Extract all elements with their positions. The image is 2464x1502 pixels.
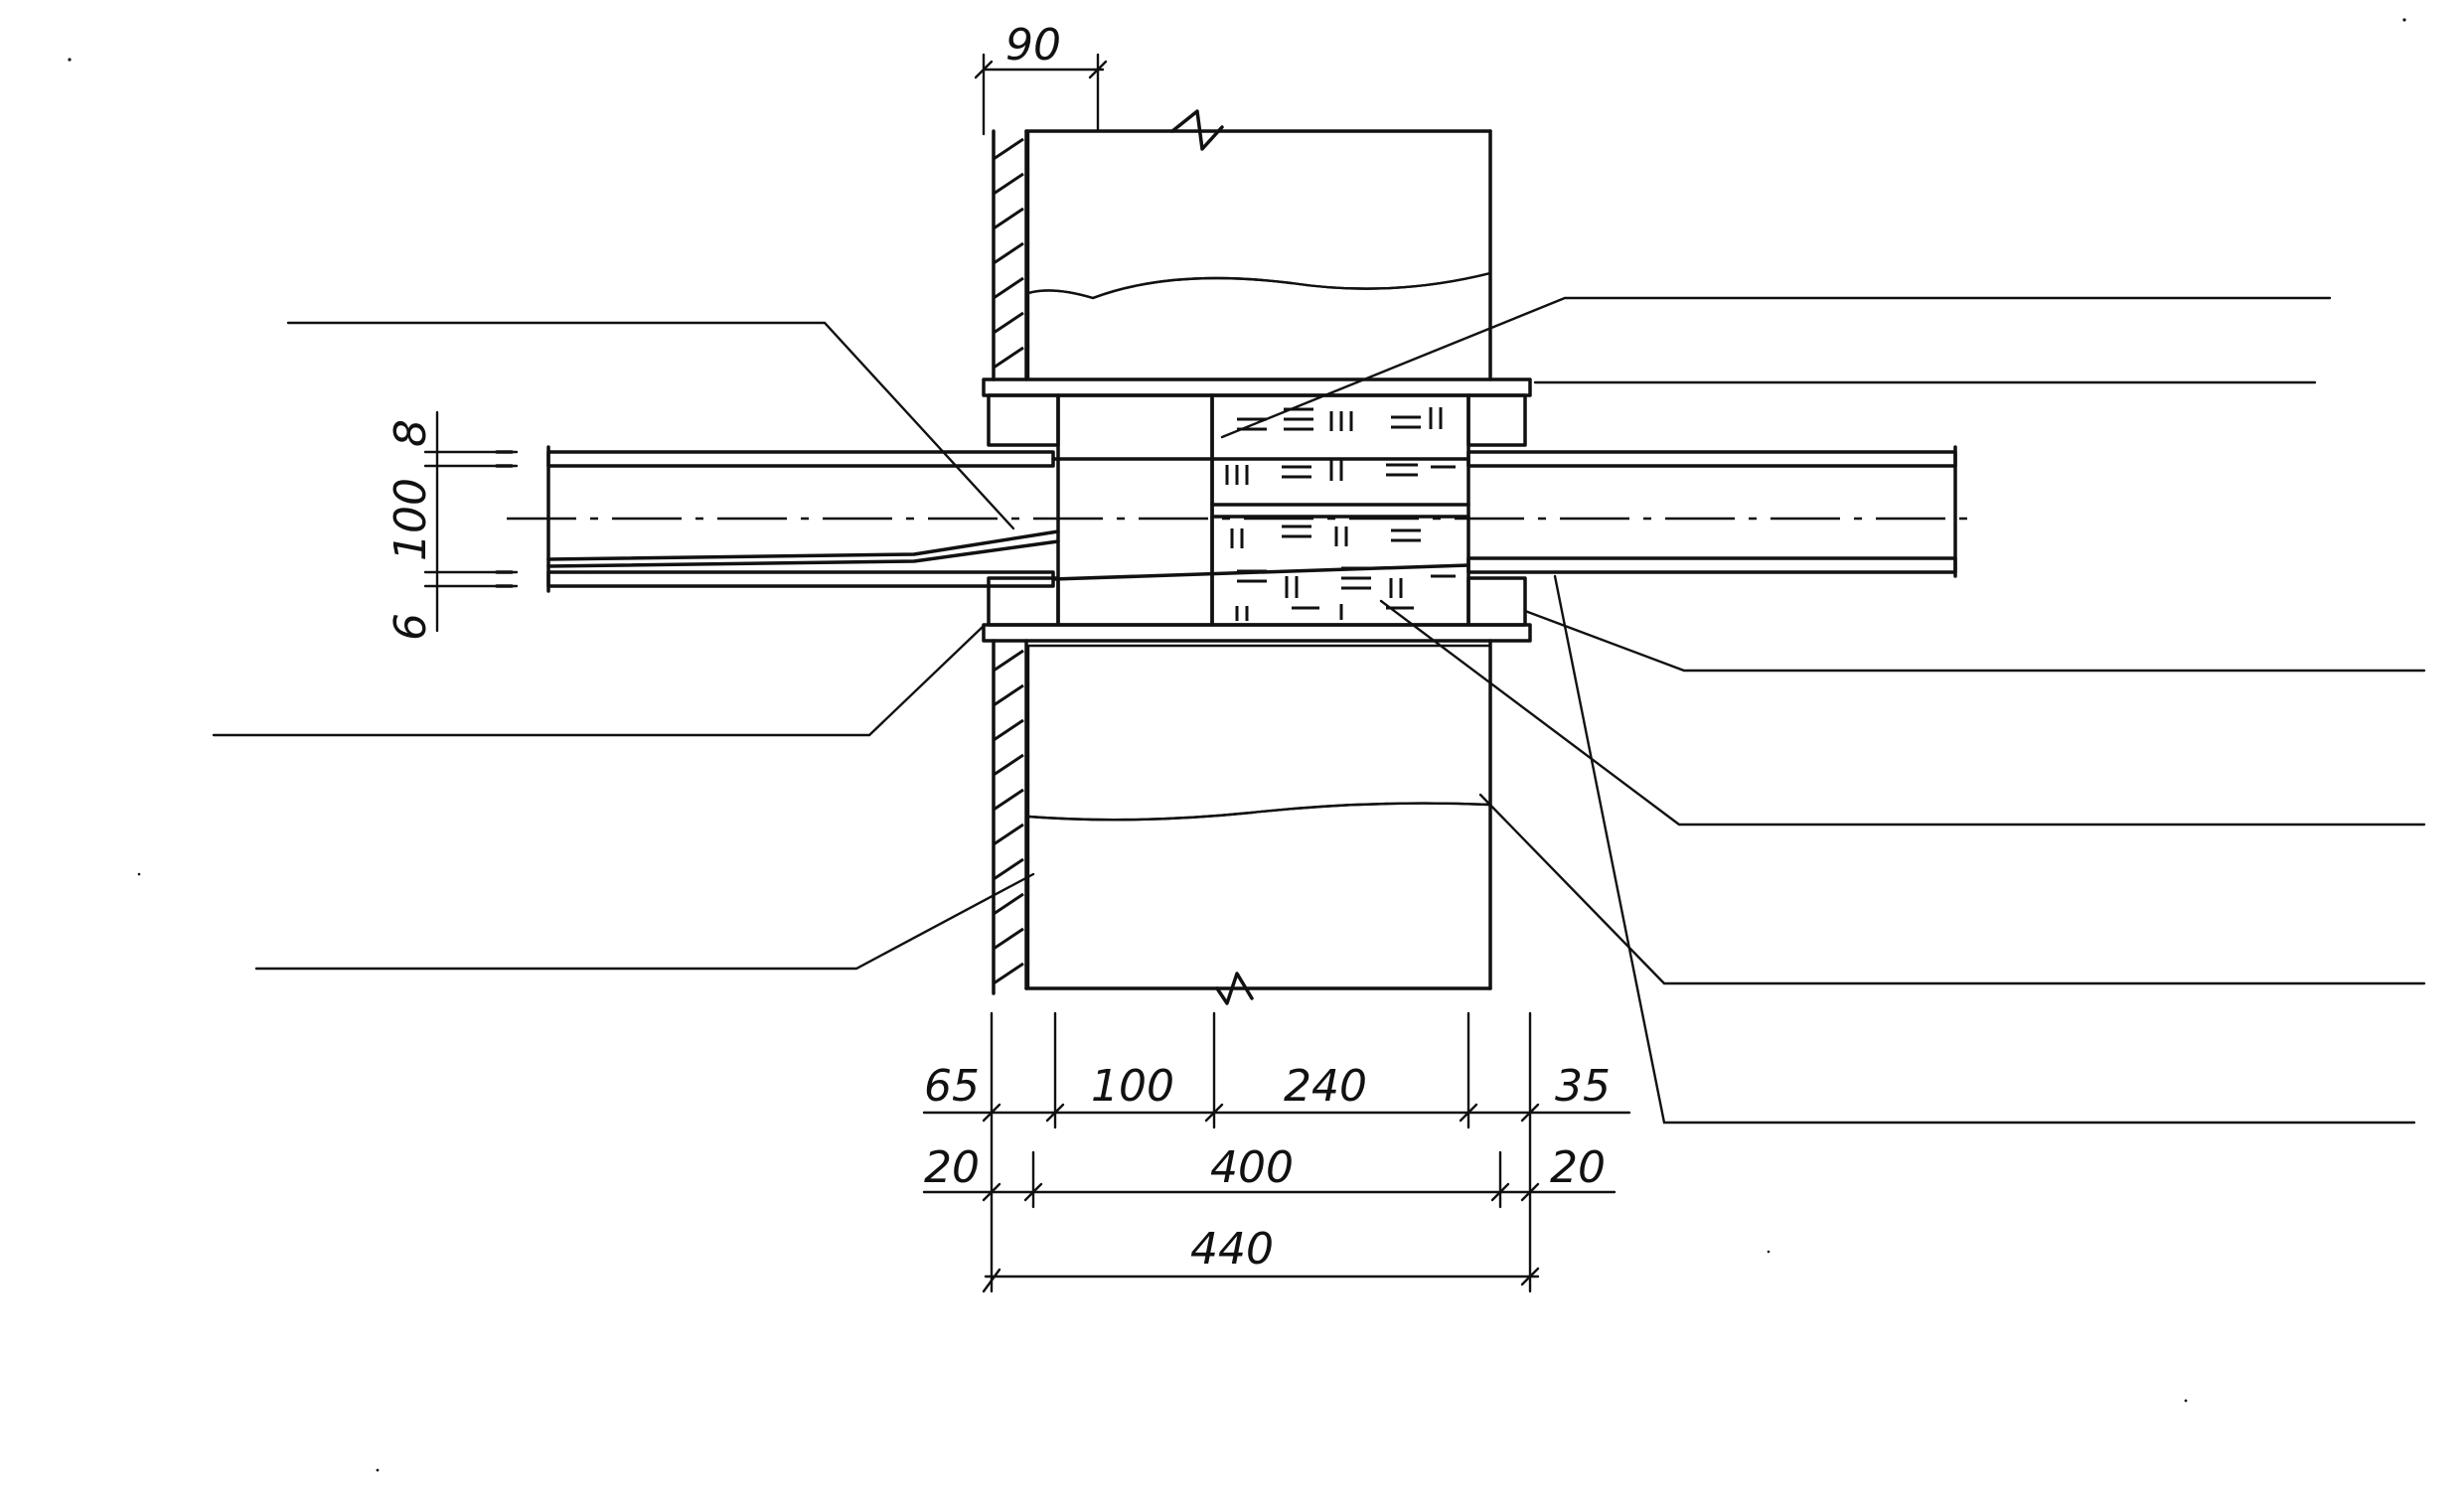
- dim-pipe-wall-bottom: 6: [385, 613, 436, 641]
- sleeve: [982, 377, 1532, 643]
- dim-row1-4: 35: [1555, 1061, 1611, 1112]
- dim-row3-1: 440: [1190, 1224, 1274, 1275]
- dim-row2-3: 20: [1550, 1142, 1606, 1193]
- leader-right-3: [1523, 609, 2426, 673]
- dim-pipe-wall-top: 8: [385, 419, 436, 447]
- leader-lines: [212, 296, 2426, 1125]
- leader-left-2: [212, 624, 986, 737]
- end-seal-left-top: [987, 393, 1060, 447]
- wall-lower-concrete: [1026, 802, 1492, 990]
- pipe-left-wall-bottom: [546, 570, 1055, 588]
- wall-lower-filler: [1026, 644, 1492, 822]
- leader-right-6: [1553, 574, 2416, 1125]
- pipe-right-wall-top: [1466, 450, 1957, 468]
- sleeve-top-wall: [982, 377, 1532, 397]
- dim-row1-1: 65: [924, 1061, 980, 1112]
- dim-row2-2: 400: [1210, 1142, 1294, 1193]
- dim-top-offset: 90: [1005, 20, 1061, 71]
- dim-pipe-bore: 100: [385, 478, 436, 561]
- insulation-marks: [1225, 407, 1456, 621]
- wall-upper-concrete: [1026, 129, 1492, 300]
- wall: [992, 109, 1492, 1005]
- wall-face-hatching: [993, 137, 1024, 985]
- dim-row1-2: 100: [1091, 1061, 1174, 1112]
- leader-right-5: [1478, 793, 2426, 985]
- wall-upper-filler: [1026, 271, 1492, 381]
- sleeve-bottom-wall: [982, 623, 1532, 643]
- leader-right-1: [1220, 296, 2332, 439]
- dim-row1-3: 240: [1284, 1061, 1367, 1112]
- seal-packing: [1056, 393, 1214, 627]
- break-mark-bottom: [1215, 972, 1254, 1005]
- break-mark-top: [1170, 109, 1224, 151]
- end-seal-right-bottom: [1466, 576, 1527, 627]
- pipe: [495, 445, 1977, 593]
- end-seal-right-top: [1466, 393, 1527, 447]
- leader-right-4: [1379, 599, 2426, 826]
- dimensions: 90 8 100 6 65 100 240 35: [385, 20, 1631, 1293]
- insulation-fill: [1210, 393, 1470, 627]
- scan-specks: [68, 18, 2406, 1472]
- dim-row2-1: 20: [924, 1142, 980, 1193]
- leader-left-1: [286, 321, 1015, 530]
- pipe-left-wall-top: [546, 450, 1055, 468]
- leader-left-3: [254, 872, 1035, 971]
- pipe-right-wall-bottom: [1466, 556, 1957, 574]
